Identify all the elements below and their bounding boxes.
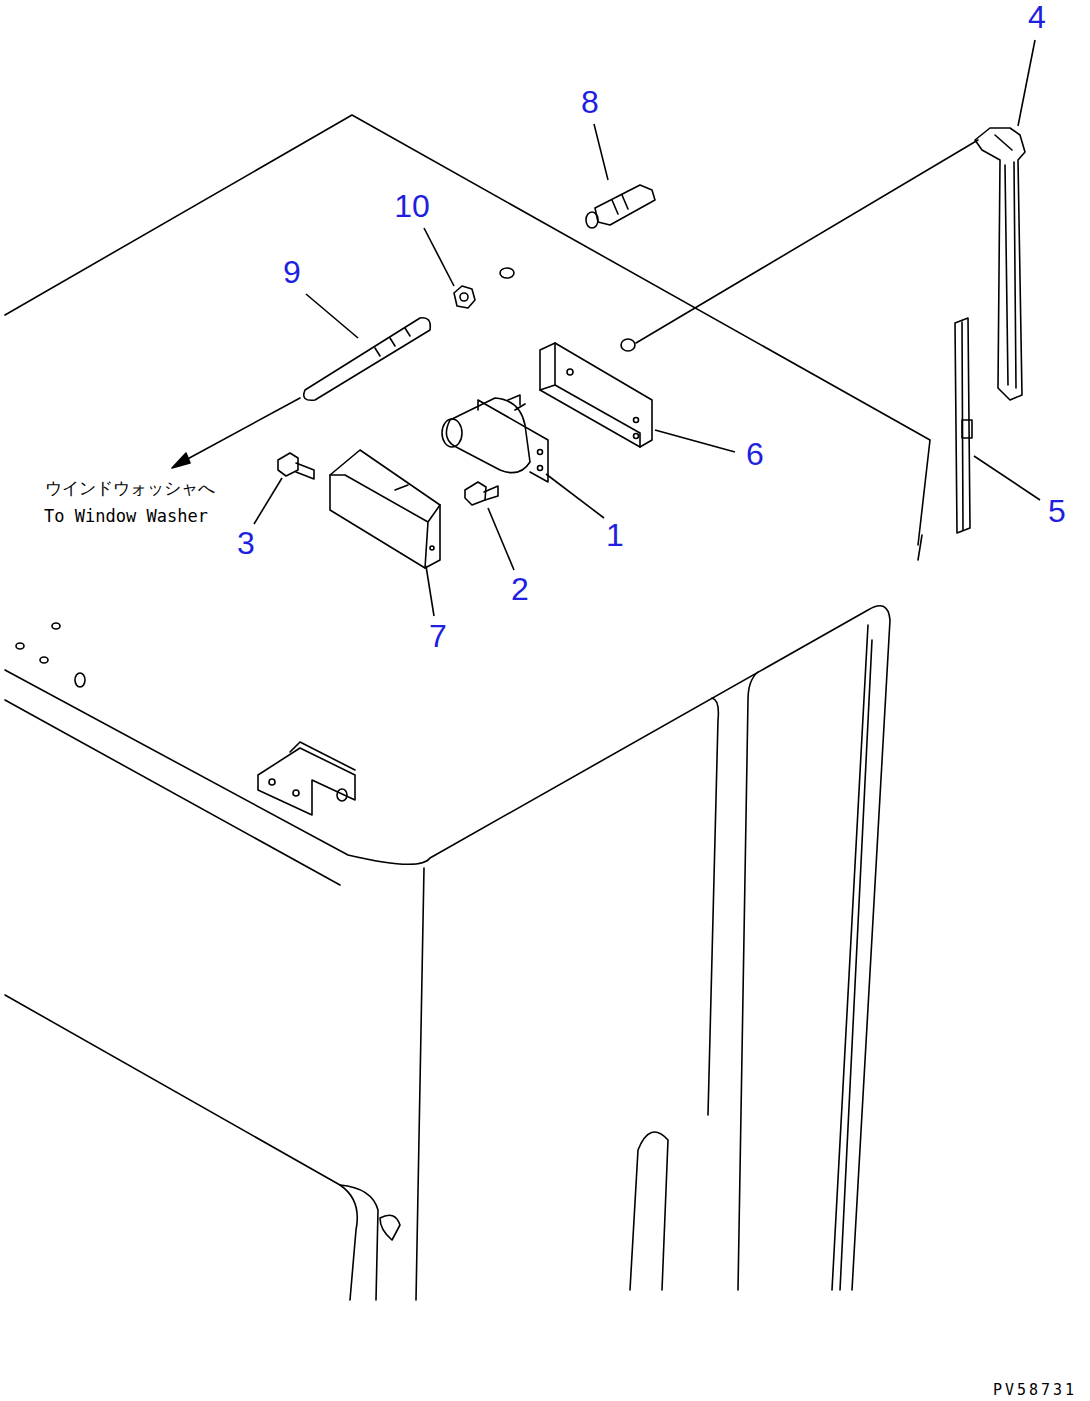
callout-number: 6 xyxy=(746,437,764,472)
note-text: To Window Washer xyxy=(42,507,210,526)
wiper-arm xyxy=(975,128,1025,400)
cab-outline xyxy=(5,606,890,1290)
drawing-code: PV58731 xyxy=(993,1382,1077,1399)
leader-line xyxy=(254,478,282,524)
leader-line xyxy=(594,124,608,180)
bracket-hole xyxy=(634,434,639,439)
bolt xyxy=(296,463,314,479)
bracket-hole xyxy=(567,369,573,375)
mount-hole xyxy=(337,789,347,801)
cab-outline xyxy=(832,625,868,1290)
window-frame xyxy=(708,698,718,1115)
leader-line xyxy=(974,456,1040,500)
leader-line xyxy=(488,508,514,570)
wiper-motor xyxy=(442,419,462,447)
mount-hole xyxy=(52,623,60,629)
note-text: ウインドウォッシャへ xyxy=(43,479,217,498)
mount-hole xyxy=(75,673,85,687)
nut xyxy=(454,286,475,308)
wiper-motor xyxy=(538,450,543,455)
fitting xyxy=(586,212,598,228)
hose xyxy=(304,318,431,401)
cover-hole xyxy=(430,546,434,550)
bolt xyxy=(465,482,486,505)
fitting xyxy=(612,195,628,214)
window-frame xyxy=(738,672,758,1290)
door-handle xyxy=(630,1132,668,1290)
leader-line xyxy=(306,294,358,338)
leader-line xyxy=(655,430,735,452)
callout-number: 2 xyxy=(511,572,529,607)
callout-number: 1 xyxy=(606,518,624,553)
motor-cover xyxy=(330,475,440,568)
bracket-hole xyxy=(634,418,639,423)
mount-hole xyxy=(500,268,514,278)
mount-hole xyxy=(621,339,635,351)
callout-number: 9 xyxy=(283,255,301,290)
cab-outline xyxy=(5,700,340,885)
mount-hole xyxy=(16,643,24,649)
leader-line xyxy=(424,228,454,286)
window-frame xyxy=(840,640,872,1290)
leader-line xyxy=(546,474,604,518)
motor-bracket xyxy=(540,343,640,447)
bracket-hole xyxy=(293,790,299,796)
assembly-line xyxy=(636,140,978,343)
cab-outline xyxy=(416,868,424,1300)
bracket xyxy=(290,742,355,770)
motor-cover xyxy=(330,450,440,568)
bracket-hole xyxy=(269,779,275,785)
callout-number: 4 xyxy=(1028,0,1046,35)
wiper-arm xyxy=(995,135,1016,388)
cab-outline xyxy=(5,995,357,1300)
cab-outline xyxy=(380,1215,400,1240)
callout-number: 7 xyxy=(429,619,447,654)
mount-hole xyxy=(40,657,48,663)
callout-number: 3 xyxy=(237,526,255,561)
leader-line xyxy=(1018,40,1035,126)
bolt xyxy=(278,453,298,476)
callout-number: 5 xyxy=(1048,494,1066,529)
arrowhead xyxy=(172,453,190,468)
nut xyxy=(460,293,468,301)
cab-outline xyxy=(918,535,922,560)
hose xyxy=(375,328,410,356)
wiper-blade xyxy=(962,420,972,438)
motor-cover xyxy=(395,485,408,490)
wiper-motor xyxy=(508,395,525,410)
wiper-motor xyxy=(478,400,548,482)
callout-number: 10 xyxy=(394,189,430,224)
hose-arrow-line xyxy=(182,398,300,462)
motor-bracket xyxy=(540,343,652,447)
leader-line xyxy=(426,566,434,616)
fitting xyxy=(595,185,655,225)
bolt xyxy=(484,486,498,500)
bracket xyxy=(258,748,355,815)
callout-number: 8 xyxy=(581,85,599,120)
cab-outline xyxy=(5,115,930,545)
wiper-motor xyxy=(538,466,543,471)
cab-outline xyxy=(340,1185,378,1300)
